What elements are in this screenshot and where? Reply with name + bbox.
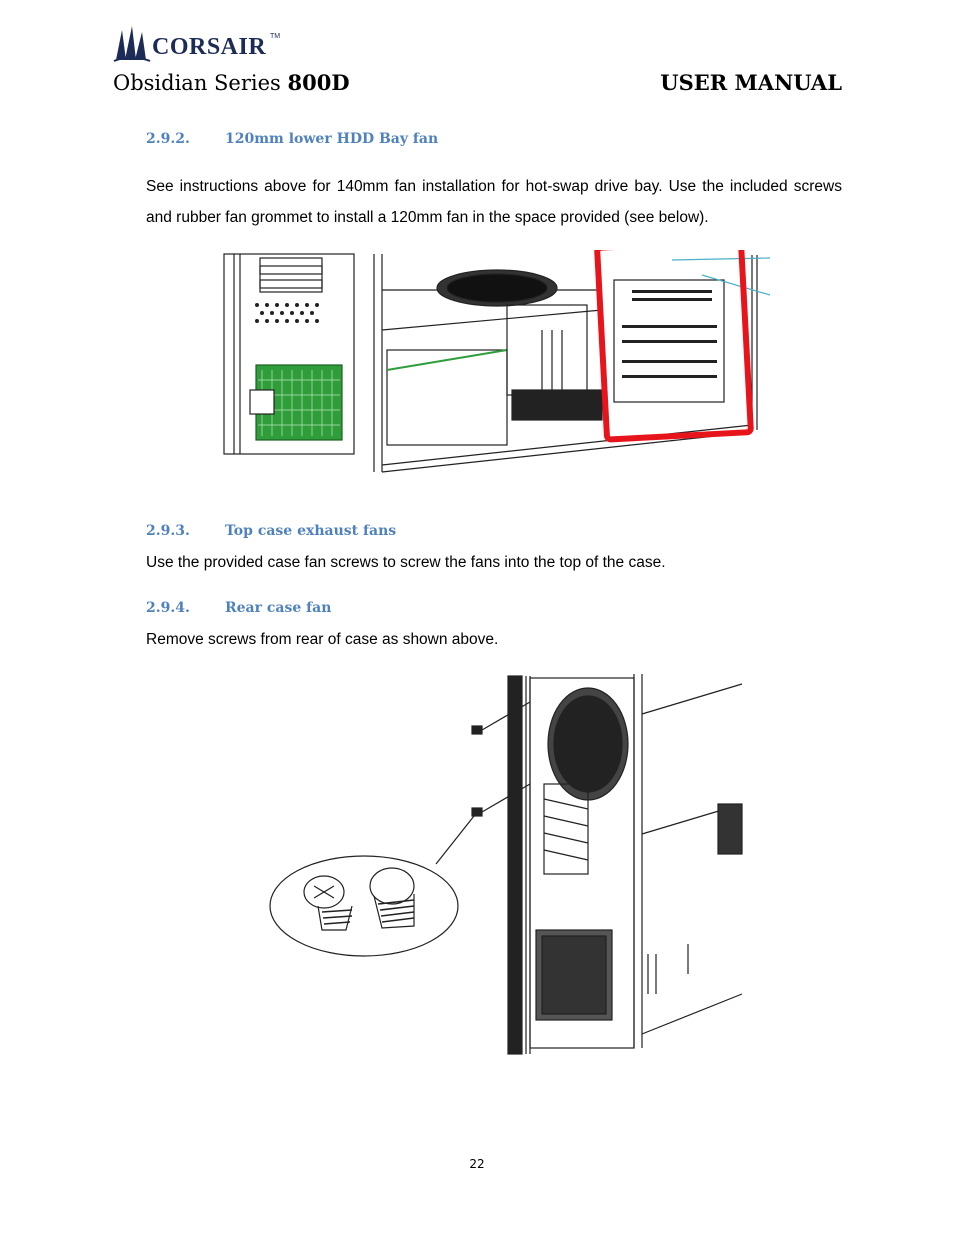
section-body-2-9-3: Use the provided case fan screws to scre… — [146, 554, 666, 571]
logo-trademark: TM — [270, 33, 281, 40]
section-body-2-9-4: Remove screws from rear of case as shown… — [146, 631, 499, 648]
section-number: 2.9.3. — [146, 523, 190, 539]
section-number: 2.9.2. — [146, 131, 190, 147]
section-title: Top case exhaust fans — [225, 523, 397, 539]
logo-wordmark: CORSAIR — [152, 34, 267, 60]
rear-fan-screws-figure — [269, 674, 743, 1055]
product-series-title: Obsidian Series 800D — [113, 70, 350, 95]
page-number: 22 — [469, 1157, 485, 1171]
section-title: Rear case fan — [225, 600, 332, 616]
highlight-box — [594, 250, 754, 443]
manual-title: USER MANUAL — [660, 70, 842, 95]
section-body-2-9-2: See instructions above for 140mm fan ins… — [146, 178, 842, 226]
corsair-logo: CORSAIR TM — [112, 24, 282, 64]
series-prefix: Obsidian Series — [113, 71, 281, 95]
section-title: 120mm lower HDD Bay fan — [225, 131, 439, 147]
section-heading-2-9-4: 2.9.4. Rear case fan — [146, 600, 331, 616]
section-heading-2-9-2: 2.9.2. 120mm lower HDD Bay fan — [146, 131, 438, 147]
hdd-bay-fan-figure — [223, 250, 771, 473]
sails-icon — [113, 26, 151, 62]
series-model: 800D — [287, 70, 350, 95]
section-heading-2-9-3: 2.9.3. Top case exhaust fans — [146, 523, 396, 539]
section-number: 2.9.4. — [146, 600, 190, 616]
